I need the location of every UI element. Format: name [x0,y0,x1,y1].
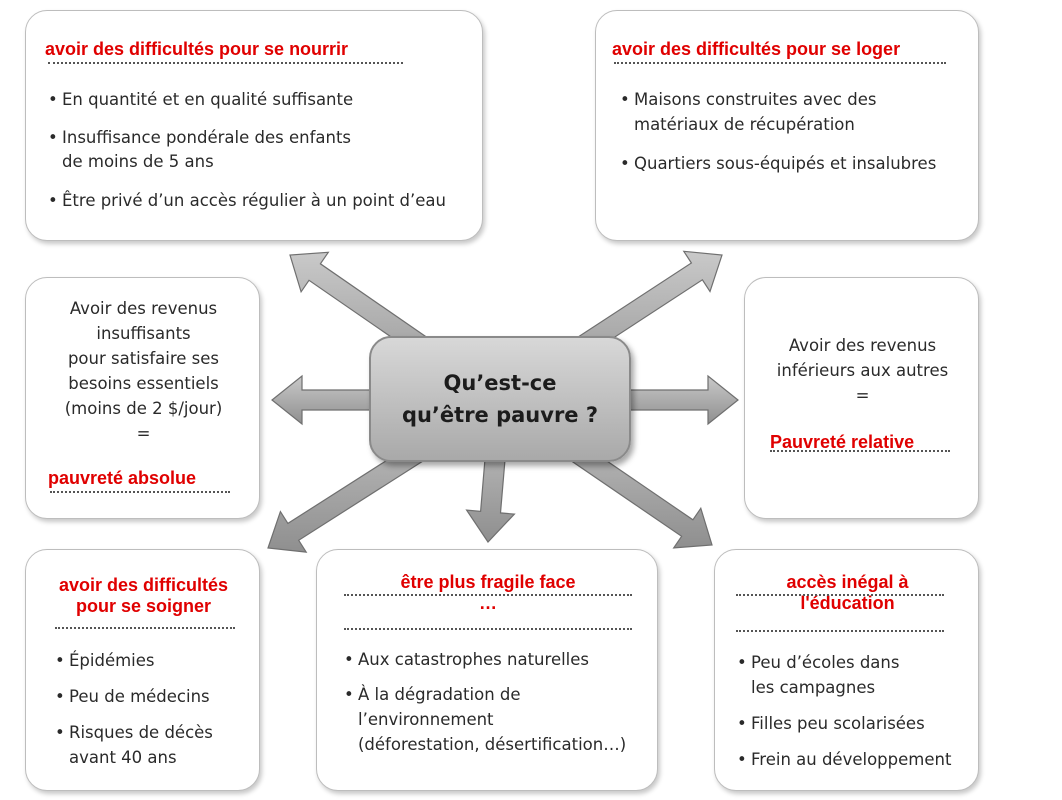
education-divider-2 [736,630,944,632]
fragility-divider-2 [344,628,632,630]
food-item-quantity: En quantité et en qualité suffisante [48,87,446,112]
education-title: accès inégal à l'éducation [786,572,909,613]
fragility-item-disasters: Aux catastrophes naturelles [344,647,626,672]
housing-item-materials: Maisons construites avec des matériaux d… [620,87,936,137]
health-item-epidemics: Épidémies [55,648,213,673]
housing-title: avoir des difficultés pour se loger [612,39,901,59]
food-item-underweight: Insuffisance pondérale des enfants de mo… [48,126,446,174]
food-box: avoir des difficultés pour se nourrir En… [25,10,483,241]
food-list: En quantité et en qualité suffisante Ins… [48,87,446,227]
absolute-description: Avoir des revenus insuffisants pour sati… [64,299,223,443]
education-box: accès inégal à l'éducation Peu d’écoles … [714,549,979,791]
food-item-water: Être privé d’un accès régulier à un poin… [48,188,446,213]
health-title: avoir des difficultés pour se soigner [58,575,229,616]
fragility-divider-1 [344,594,632,596]
education-item-schools: Peu d’écoles dans les campagnes [737,650,951,700]
housing-box: avoir des difficultés pour se loger Mais… [595,10,979,241]
housing-title-underline [614,62,946,64]
food-title-underline [48,62,403,64]
health-list: Épidémies Peu de médecins Risques de déc… [55,648,213,784]
education-divider-1 [736,594,944,596]
health-title-underline [55,627,235,629]
education-item-development: Frein au développement [737,747,951,772]
housing-item-districts: Quartiers sous-équipés et insalubres [620,151,936,176]
relative-description: Avoir des revenus inférieurs aux autres … [776,336,949,405]
education-item-girls: Filles peu scolarisées [737,711,951,736]
absolute-title: pauvreté absolue [48,468,197,488]
health-item-death-risk: Risques de décès avant 40 ans [55,720,213,770]
housing-list: Maisons construites avec des matériaux d… [620,87,936,190]
health-item-doctors: Peu de médecins [55,684,213,709]
fragility-box: être plus fragile face … Aux catastrophe… [316,549,658,791]
center-question: Qu’est-ce qu’être pauvre ? [401,371,599,427]
fragility-list: Aux catastrophes naturelles À la dégrada… [344,647,626,771]
food-title: avoir des difficultés pour se nourrir [45,39,349,59]
absolute-title-underline [50,491,230,493]
relative-title-underline [770,450,950,452]
fragility-title: être plus fragile face … [400,572,576,613]
education-list: Peu d’écoles dans les campagnes Filles p… [737,650,951,786]
health-box: avoir des difficultés pour se soigner Ép… [25,549,260,791]
relative-title: Pauvreté relative [770,432,915,452]
absolute-poverty-box: Avoir des revenus insuffisants pour sati… [25,277,260,519]
center-question-node: Qu’est-ce qu’être pauvre ? [369,336,631,462]
relative-poverty-box: Avoir des revenus inférieurs aux autres … [744,277,979,519]
fragility-item-environment: À la dégradation de l’environnement (déf… [344,682,626,757]
